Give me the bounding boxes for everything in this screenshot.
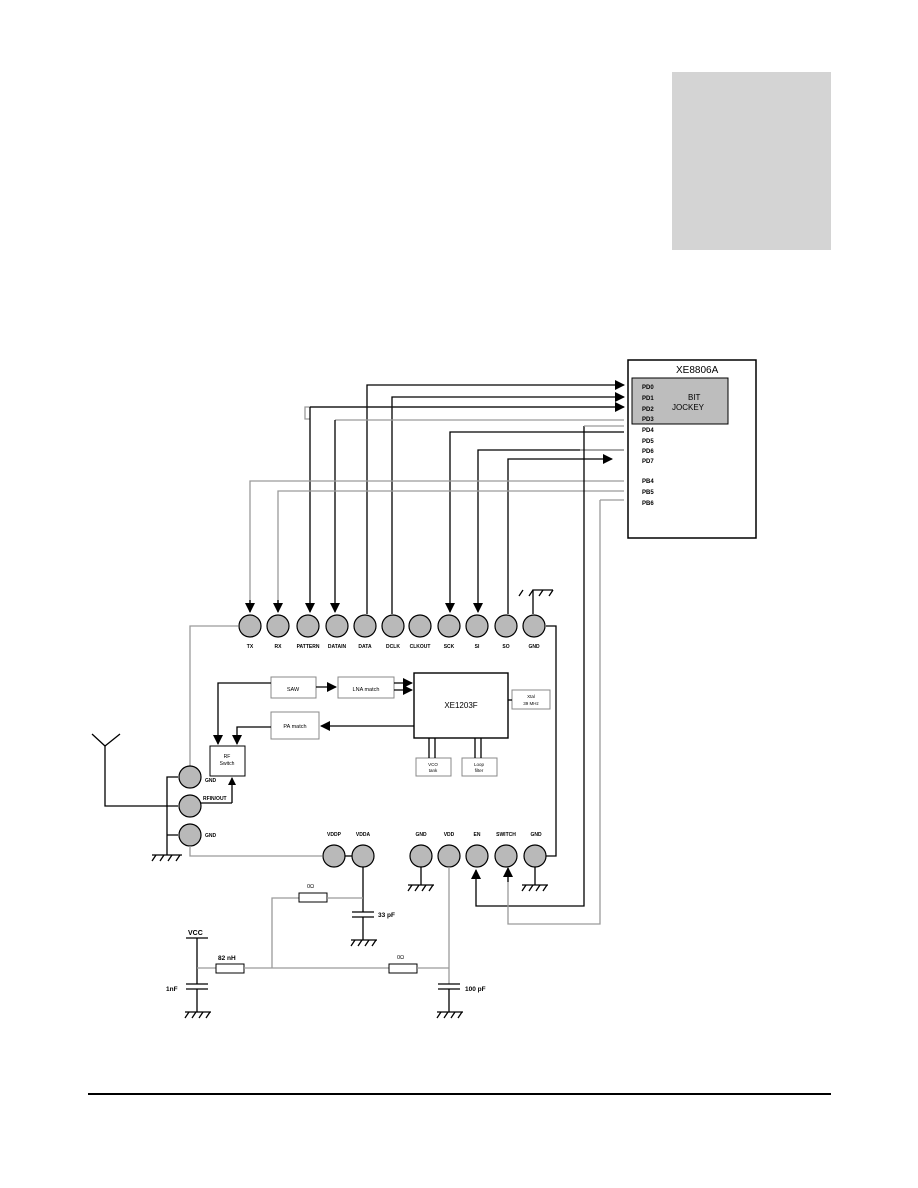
pin-label-gnd-side-1: GND [205, 778, 217, 784]
antenna-icon [91, 733, 178, 807]
mcu-title: XE8806A [676, 365, 719, 376]
pa-match-block [270, 711, 320, 740]
side-pins: GND RFIN/OUT GND [166, 765, 322, 857]
port-label-pb6: PB6 [642, 501, 654, 507]
pin-label-en: EN [474, 832, 481, 838]
pin-label-gnd-bottom-2: GND [530, 832, 542, 838]
port-label-pd4: PD4 [642, 428, 654, 434]
pin-gnd-bottom-1 [409, 844, 433, 868]
pin-label-pattern: PATTERN [297, 644, 320, 650]
header-shaded-box [672, 72, 831, 250]
pin-label-switch: SWITCH [496, 832, 516, 838]
lna-match-label: LNA match [353, 687, 380, 693]
pin-label-tx: TX [247, 644, 254, 650]
pin-tx [238, 614, 262, 638]
pin-rx [266, 614, 290, 638]
saw-label: SAW [287, 687, 300, 693]
bitjockey-label-1: BIT [688, 393, 701, 402]
pin-label-clkout: CLKOUT [410, 644, 431, 650]
pin-data [353, 614, 377, 638]
resistor-bottom [388, 963, 418, 974]
pin-dclk [381, 614, 405, 638]
pin-pattern [296, 614, 320, 638]
bottom-pins-row [322, 844, 547, 868]
vco-tank-block [415, 757, 452, 777]
vco-label-2: tank [429, 768, 438, 773]
xtal-label-1: Xtal [527, 694, 535, 699]
bus-wires [245, 380, 625, 925]
pin-label-gnd-bottom-1: GND [415, 832, 427, 838]
loop-label-2: filter [475, 768, 484, 773]
chip-label: XE1203F [444, 701, 477, 710]
resistor-top-label: 0Ω [307, 884, 314, 890]
ground-symbol-left [151, 854, 182, 862]
port-label-pd0: PD0 [642, 385, 654, 391]
vco-label-1: VCO [428, 762, 438, 767]
pin-label-data: DATA [358, 644, 372, 650]
ground-symbols-bottom [407, 867, 548, 892]
pin-label-gnd-side-2: GND [205, 833, 217, 839]
rf-switch-label-2: Switch [220, 761, 235, 767]
pin-gnd-bottom-2 [523, 844, 547, 868]
pin-label-so: SO [502, 644, 509, 650]
rf-switch-label-1: RF [224, 754, 231, 760]
lna-match-block [337, 676, 395, 699]
port-label-pb5: PB5 [642, 490, 654, 496]
pin-switch [494, 844, 518, 868]
loop-label-1: Loop [474, 762, 485, 767]
pin-gnd-side-1 [178, 765, 202, 789]
pin-vdda [351, 844, 375, 868]
bitjockey-label-2: JOCKEY [672, 403, 705, 412]
pin-so [494, 614, 518, 638]
pin-label-sck: SCK [444, 644, 455, 650]
port-label-pd2: PD2 [642, 407, 654, 413]
pin-si [465, 614, 489, 638]
pa-match-label: PA match [283, 724, 306, 730]
resistor-top [298, 892, 328, 903]
port-label-pd5: PD5 [642, 439, 654, 445]
rf-switch-block [209, 745, 246, 777]
power-network: 33 pF 0Ω VCC 1nF 82 nH 0Ω 100 pF [166, 867, 486, 1019]
pin-label-dclk: DCLK [386, 644, 400, 650]
resistor-bottom-label: 0Ω [397, 955, 404, 961]
pin-vddp [322, 844, 346, 868]
pin-label-si: SI [475, 644, 480, 650]
xe1203f-chip [413, 672, 509, 739]
pin-sck [437, 614, 461, 638]
inductor-82nh-label: 82 nH [218, 955, 236, 962]
cap-33pf-label: 33 pF [378, 912, 395, 919]
ground-symbol-top [518, 589, 554, 614]
cap-100pf-label: 100 pF [465, 986, 486, 993]
port-label-pd3: PD3 [642, 417, 654, 423]
pin-label-rx: RX [275, 644, 283, 650]
pin-en [465, 844, 489, 868]
port-label-pd6: PD6 [642, 449, 654, 455]
pin-label-vdda: VDDA [356, 832, 371, 838]
pin-rfinout [178, 794, 202, 818]
pin-label-datain: DATAIN [328, 644, 347, 650]
pin-vdd [437, 844, 461, 868]
vcc-label: VCC [188, 930, 203, 937]
bitjockey-block [631, 377, 729, 425]
pin-label-vddp: VDDP [327, 832, 342, 838]
inductor-82nh [215, 963, 245, 974]
pin-gnd-side-2 [178, 823, 202, 847]
port-label-pd7: PD7 [642, 459, 654, 465]
rf-section: SAW LNA match PA match XE1203F Xtal 39 M… [189, 625, 551, 804]
pin-clkout [408, 614, 432, 638]
xtal-block [511, 689, 551, 710]
top-pins-row [238, 614, 546, 638]
pin-label-vdd: VDD [444, 832, 455, 838]
loop-filter-block [461, 757, 498, 777]
pin-label-gnd-top: GND [528, 644, 540, 650]
pin-gnd-top [522, 614, 546, 638]
pin-label-rfinout: RFIN/OUT [203, 796, 227, 802]
port-label-pb4: PB4 [642, 479, 654, 485]
port-label-pd1: PD1 [642, 396, 654, 402]
footer-rule [88, 1093, 831, 1095]
cap-1nf-label: 1nF [166, 986, 178, 993]
pin-datain [325, 614, 349, 638]
xtal-label-2: 39 MHz [523, 701, 539, 706]
